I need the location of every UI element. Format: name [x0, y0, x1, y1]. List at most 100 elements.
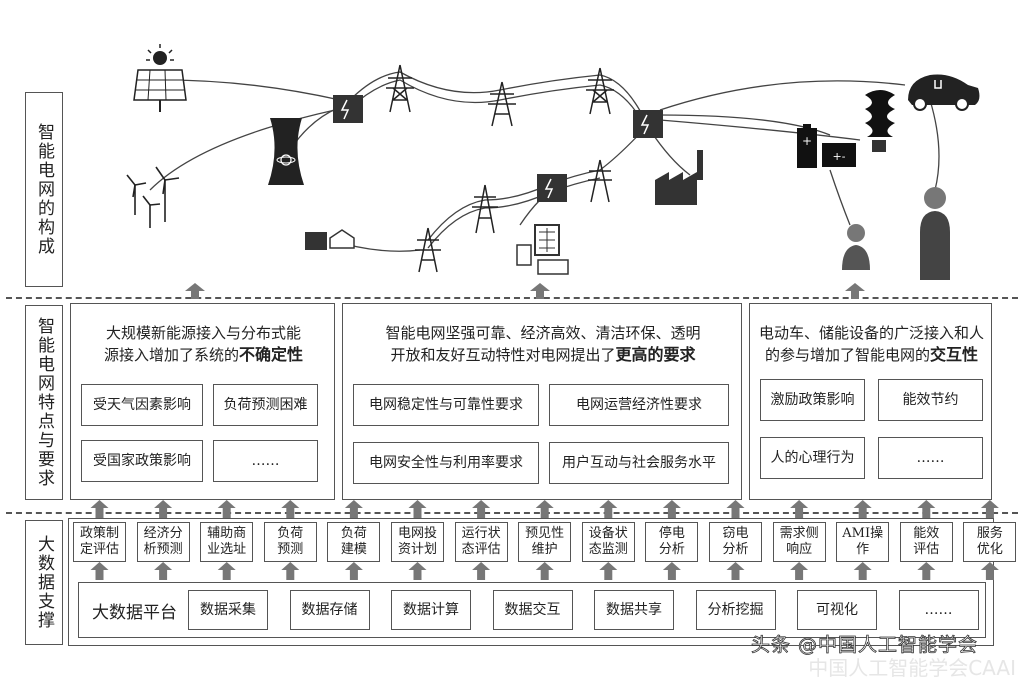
application-label: 资计划	[397, 542, 437, 557]
electric-car-icon	[908, 74, 980, 111]
watermark: 头条 @中国人工智能学会	[750, 634, 978, 657]
application-label: 预测	[277, 542, 304, 557]
application-label: 运行状	[461, 526, 501, 541]
application-item: 停电分析	[645, 522, 699, 562]
up-arrow-icon	[472, 562, 491, 580]
up-arrow-icon	[535, 500, 554, 518]
application-label: 态监测	[588, 542, 628, 557]
challenge-item: 受国家政策影响	[81, 440, 203, 482]
requirement-item: 电网安全性与利用率要求	[353, 442, 539, 484]
application-label: 维护	[531, 542, 558, 557]
interaction-item: 激励政策影响	[760, 379, 865, 421]
nuclear-plant-icon	[268, 118, 304, 185]
up-arrow-icon	[90, 562, 109, 580]
requirement-item: 用户互动与社会服务水平	[549, 442, 729, 484]
up-arrow-icon	[154, 500, 173, 518]
up-arrow-icon	[535, 562, 554, 580]
building-icon	[516, 224, 569, 275]
panel-header-line: 智能电网坚强可靠、经济高效、清洁环保、透明	[385, 324, 701, 342]
panel-higher-requirements: 智能电网坚强可靠、经济高效、清洁环保、透明 开放和友好互动特性对电网提出了更高的…	[342, 303, 742, 500]
interaction-item: ……	[878, 437, 983, 479]
up-arrow-icon	[472, 500, 491, 518]
up-arrow-icon	[853, 500, 872, 518]
platform-item: 数据采集	[188, 590, 268, 630]
panel-header-line: 开放和友好互动特性对电网提出了	[390, 346, 616, 364]
up-arrow-icon	[408, 562, 427, 580]
watermark-faint: 中国人工智能学会CAAI	[808, 656, 1016, 680]
application-item: 服务优化	[963, 522, 1017, 562]
platform-item: 可视化	[797, 590, 877, 630]
application-item: 负荷预测	[263, 522, 317, 562]
application-label: 辅助商	[207, 526, 247, 541]
panel-emphasis: 不确定性	[239, 345, 304, 364]
application-label: 业选址	[207, 542, 247, 557]
application-label: 析预测	[143, 542, 183, 557]
grid-illustration: + +-	[126, 44, 980, 280]
application-label: 分析	[658, 542, 685, 557]
row-label-characteristics: 智能电网特点与要求	[25, 305, 63, 500]
up-arrow-icon	[790, 500, 809, 518]
application-label: 窃电	[722, 526, 749, 541]
application-label: 评估	[913, 542, 940, 557]
up-arrow-icon	[980, 500, 999, 518]
application-label: 建模	[340, 542, 367, 557]
application-item: 经济分析预测	[136, 522, 190, 562]
application-label: 态评估	[461, 542, 501, 557]
row-label-composition: 智能电网的构成	[25, 92, 63, 287]
application-label: 预见性	[525, 526, 565, 541]
up-arrow-icon	[408, 500, 427, 518]
platform-item: 数据交互	[492, 590, 573, 630]
transmission-tower-icon	[386, 64, 614, 273]
application-label: 电网投	[397, 526, 437, 541]
requirement-item: 电网运营经济性要求	[549, 384, 729, 426]
panel-uncertainty: 大规模新能源接入与分布式能 源接入增加了系统的不确定性 受天气因素影响 负荷预测…	[70, 303, 335, 500]
application-item: 电网投资计划	[391, 522, 444, 562]
application-item: 辅助商业选址	[200, 522, 254, 562]
application-label: 分析	[722, 542, 749, 557]
platform-item: 数据计算	[391, 590, 471, 630]
solar-panel-icon	[133, 44, 187, 112]
up-arrow-icon	[662, 562, 681, 580]
ev-feeder	[659, 80, 906, 111]
substation-icon	[333, 95, 663, 202]
panel-emphasis: 更高的要求	[615, 345, 696, 364]
interaction-item: 能效节约	[878, 379, 983, 421]
app-arrows	[90, 500, 999, 580]
application-label: 响应	[786, 542, 813, 557]
panel-interactivity: 电动车、储能设备的广泛接入和人 的参与增加了智能电网的交互性 激励政策影响 能效…	[749, 303, 992, 500]
factory-icon	[655, 150, 703, 205]
application-item: 预见性维护	[518, 522, 572, 562]
panel-emphasis: 交互性	[930, 345, 979, 364]
panel-header-line: 大规模新能源接入与分布式能	[105, 324, 301, 342]
application-label: AMI操	[842, 526, 884, 541]
up-arrow-icon	[726, 500, 745, 518]
up-arrow-icon	[90, 500, 109, 518]
panel-header-line: 的参与增加了智能电网的	[764, 346, 930, 364]
section-divider	[6, 297, 1018, 299]
up-arrows-top	[185, 283, 865, 299]
up-arrow-icon	[790, 562, 809, 580]
application-label: 停电	[658, 526, 685, 541]
application-item: AMI操作	[836, 522, 890, 562]
application-item: 能效评估	[899, 522, 953, 562]
panel-header-line: 源接入增加了系统的	[103, 346, 239, 364]
svg-text:+-: +-	[833, 150, 846, 163]
challenge-item: 受天气因素影响	[81, 384, 203, 426]
platform-label: 大数据平台	[92, 603, 177, 623]
up-arrow-icon	[217, 562, 236, 580]
row-label-big-data: 大数据支撑	[25, 520, 63, 645]
application-label: 定评估	[79, 542, 119, 557]
transmission-line-lower	[427, 127, 646, 241]
application-item: 窃电分析	[709, 522, 762, 562]
application-item: 设备状态监测	[581, 522, 635, 562]
application-label: 服务	[976, 526, 1003, 541]
application-item: 运行状态评估	[454, 522, 508, 562]
solar-feeder	[164, 79, 341, 101]
light-bulb-icon	[865, 90, 895, 152]
up-arrow-icon	[154, 562, 173, 580]
application-label: 经济分	[143, 526, 183, 541]
application-label: 负荷	[277, 526, 304, 541]
challenge-item: ……	[213, 440, 318, 482]
wind-turbine-icon	[126, 166, 180, 228]
up-arrow-icon	[599, 562, 618, 580]
